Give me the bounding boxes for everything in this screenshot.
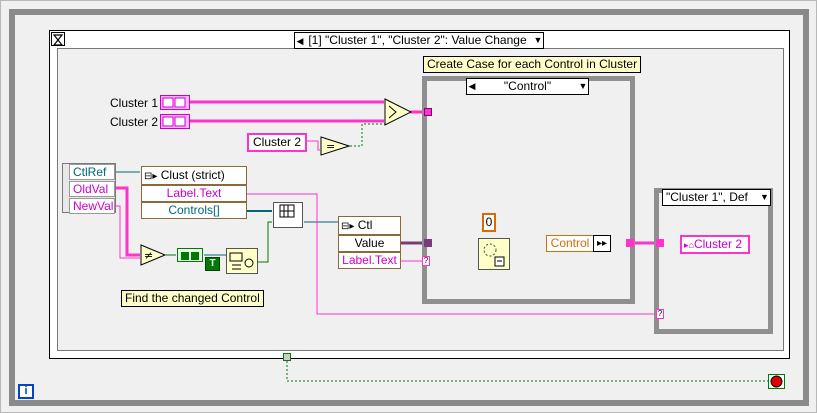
- ctl-property-node-title: Ctl: [357, 218, 373, 232]
- search-array-function[interactable]: [226, 248, 258, 274]
- stop-icon: [770, 375, 783, 388]
- create-case-comment: Create Case for each Control in Cluster: [423, 56, 642, 73]
- inner-case-selector-terminal[interactable]: [424, 108, 432, 116]
- event-data-oldval[interactable]: OldVal: [69, 181, 115, 197]
- local-variable-icon: ▸⌂: [684, 240, 694, 250]
- svg-text:≠: ≠: [144, 249, 153, 262]
- cluster2-terminal[interactable]: [160, 114, 190, 129]
- true-constant[interactable]: T: [205, 257, 220, 271]
- event-selector-dropdown-icon[interactable]: ▼: [533, 35, 543, 45]
- event-timeout-hourglass-icon: [51, 32, 65, 46]
- cluster2-const-wire: [300, 140, 320, 151]
- label-text-wire: [246, 193, 657, 315]
- control-unbundle-node[interactable]: Control: [546, 235, 594, 252]
- ctl-property-node-header[interactable]: ⊟▸ Ctl: [338, 216, 401, 235]
- cluster-terminal-icon: [162, 116, 186, 127]
- right-case-input-tunnel: [656, 239, 664, 247]
- right-case-selector-text: "Cluster 1", Def: [666, 190, 748, 204]
- cluster-terminal-icon: [162, 97, 186, 108]
- inner-case-next-icon[interactable]: ▼: [578, 81, 588, 91]
- index-array-icon: [279, 204, 295, 218]
- index-array-function[interactable]: [273, 202, 303, 228]
- select-function[interactable]: [384, 98, 413, 126]
- svg-text:=: =: [326, 140, 335, 153]
- event-case-selector[interactable]: ◀ [1] "Cluster 1", "Cluster 2": Value Ch…: [294, 32, 544, 49]
- find-changed-control-comment: Find the changed Control: [121, 290, 264, 307]
- cluster2-label: Cluster 2: [110, 115, 159, 129]
- stop-condition-terminal[interactable]: [768, 374, 785, 389]
- variant-to-data-function[interactable]: [478, 238, 510, 270]
- bool-array-terminal[interactable]: [177, 248, 203, 262]
- equal-function[interactable]: =: [320, 136, 351, 156]
- case-input-tunnel: [424, 239, 432, 247]
- cluster2-local-variable-label: Cluster 2: [693, 237, 742, 251]
- loop-iteration-terminal[interactable]: i: [18, 384, 34, 399]
- clust-property-controls[interactable]: Controls[]: [141, 202, 247, 219]
- right-case-selector[interactable]: "Cluster 1", Def ▼: [662, 189, 771, 206]
- right-case-dropdown-icon[interactable]: ▼: [760, 192, 769, 202]
- inner-case-selector[interactable]: ◀ "Control" ▼: [466, 78, 589, 95]
- oldval-wire: [115, 186, 140, 257]
- cluster1-label: Cluster 1: [110, 96, 159, 110]
- event-selector-prev-icon[interactable]: ◀: [296, 36, 304, 46]
- search-to-index-wire: [258, 221, 272, 263]
- select-function-icon: [384, 98, 413, 126]
- cluster2-local-variable[interactable]: ▸⌂Cluster 2: [680, 235, 750, 254]
- property-node-icon: ⊟▸: [341, 221, 355, 232]
- stop-bool-wire: [286, 357, 772, 382]
- event-selector-index: [1]: [308, 33, 322, 47]
- newval-wire: [115, 205, 140, 259]
- cluster1-terminal[interactable]: [160, 95, 190, 110]
- compare-bool-wire: [350, 123, 386, 147]
- control-unbundle-arrow-icon: ▸▸: [593, 235, 611, 252]
- cluster2-string-constant[interactable]: Cluster 2: [247, 133, 308, 152]
- inner-case-selector-text: "Control": [503, 79, 552, 93]
- inner-case-structure[interactable]: [422, 76, 635, 304]
- not-equal-icon: ≠: [140, 244, 167, 266]
- while-loop-border: [9, 9, 809, 406]
- case-output-tunnel: [626, 239, 634, 247]
- event-data-newval[interactable]: NewVal: [69, 198, 115, 214]
- zero-constant[interactable]: 0: [482, 213, 496, 232]
- inner-case-prev-icon[interactable]: ◀: [468, 81, 476, 91]
- label-tunnel: ?: [422, 256, 430, 266]
- clust-property-node-header[interactable]: ⊟▸ Clust (strict): [141, 166, 247, 185]
- not-equal-function[interactable]: ≠: [140, 244, 167, 266]
- event-data-ctlref[interactable]: CtlRef: [69, 164, 115, 180]
- variant-to-data-icon: [483, 243, 505, 267]
- right-case-selector-terminal: ?: [656, 309, 664, 319]
- loop-iteration-tunnel: [283, 353, 291, 361]
- event-selector-text: "Cluster 1", "Cluster 2": Value Change: [325, 33, 527, 47]
- bool-array-icon: [181, 252, 199, 260]
- equal-icon: =: [320, 136, 351, 156]
- right-case-structure[interactable]: [654, 188, 773, 334]
- property-node-icon: ⊟▸: [144, 171, 158, 182]
- clust-property-node-title: Clust (strict): [160, 168, 225, 182]
- ctl-property-label-text[interactable]: Label.Text: [338, 252, 401, 269]
- clust-property-label-text[interactable]: Label.Text: [141, 185, 247, 202]
- ctl-property-value[interactable]: Value: [338, 235, 401, 252]
- search-array-icon: [229, 252, 254, 270]
